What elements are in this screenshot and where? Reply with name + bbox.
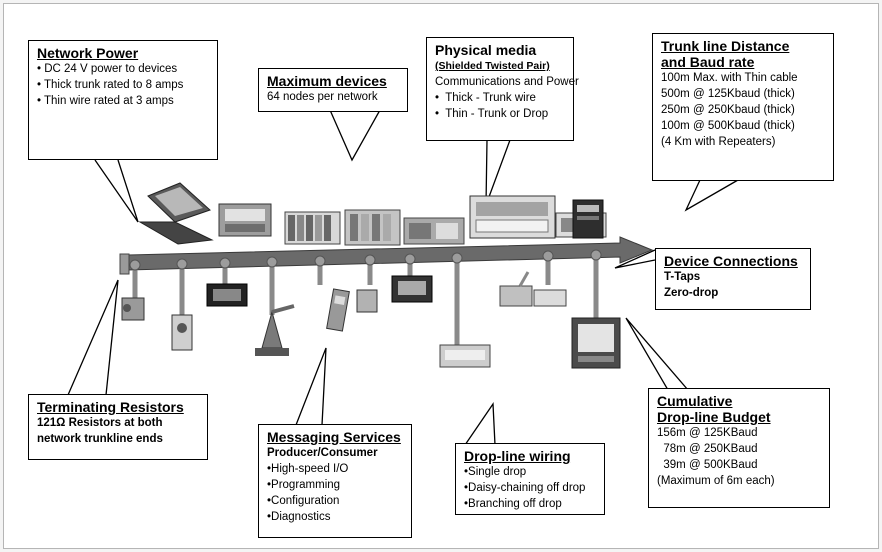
cumulative-budget-text: 156m @ 125KBaud — [657, 427, 758, 439]
drive-device — [572, 199, 604, 239]
list-item: •Daisy-chaining off drop — [464, 482, 586, 494]
plc-rack-device — [284, 211, 341, 245]
network-power-list: • DC 24 V power to devices • Thick trunk… — [37, 61, 209, 109]
cumulative-budget-text: (Maximum of 6m each) — [657, 475, 775, 487]
physical-media-text: Communications and Power — [435, 76, 579, 88]
list-item: •Single drop — [464, 466, 527, 478]
trunk-line-text: 500m @ 125Kbaud (thick) — [661, 88, 795, 100]
sensor-device — [121, 297, 145, 321]
network-power-title: Network Power — [37, 45, 139, 61]
bullet-text: Thick - Trunk wire — [445, 92, 536, 104]
bullet-text: DC 24 V power to devices — [44, 63, 178, 75]
devices-bottom — [121, 271, 621, 369]
terminating-resistors-text: 121Ω Resistors at both — [37, 417, 163, 429]
list-item: •Diagnostics — [267, 511, 331, 523]
cumulative-budget-title-1: Cumulative — [657, 393, 733, 409]
callout-pointers — [67, 109, 739, 446]
bullet-text: Thin - Trunk or Drop — [445, 108, 549, 120]
list-item: •Configuration — [267, 495, 340, 507]
operator-panel-device — [218, 203, 272, 237]
trunk-line-text: 250m @ 250Kbaud (thick) — [661, 104, 795, 116]
list-item: • Thin wire rated at 3 amps — [37, 95, 174, 107]
io-rack-device — [344, 209, 401, 246]
io-block-device — [439, 344, 491, 368]
operator-interface-device — [391, 275, 433, 303]
drop-line-wiring-title: Drop-line wiring — [464, 448, 571, 464]
list-item: •High-speed I/O — [267, 463, 349, 475]
list-item: •Programming — [267, 479, 341, 491]
bullet-text: Thin wire rated at 3 amps — [44, 95, 174, 107]
list-item: • Thick trunk rated to 8 amps — [37, 79, 184, 91]
callout-trunk-line: Trunk line Distance and Baud rate 100m M… — [652, 33, 834, 181]
terminating-resistors-text: network trunkline ends — [37, 433, 163, 445]
cumulative-budget-text: 78m @ 250KBaud — [657, 443, 758, 455]
controller-device — [403, 217, 465, 245]
callout-messaging-services: Messaging Services Producer/Consumer •Hi… — [258, 424, 412, 538]
messaging-services-title: Messaging Services — [267, 429, 401, 445]
t-taps — [129, 249, 602, 271]
push-button-station — [171, 314, 193, 351]
cumulative-budget-title-2: Drop-line Budget — [657, 409, 771, 425]
terminating-resistors-title: Terminating Resistors — [37, 399, 184, 415]
device-connections-title: Device Connections — [664, 253, 798, 269]
maximum-devices-title: Maximum devices — [267, 73, 387, 89]
device-connections-text: Zero-drop — [664, 287, 719, 299]
messaging-services-subtitle: Producer/Consumer — [267, 447, 378, 459]
trunk-line-title-1: Trunk line Distance — [661, 38, 790, 54]
callout-network-power: Network Power • DC 24 V power to devices… — [28, 40, 218, 160]
callout-terminating-resistors: Terminating Resistors 121Ω Resistors at … — [28, 394, 208, 460]
trunk-line-text: (4 Km with Repeaters) — [661, 136, 776, 148]
bullet-text: Thick trunk rated to 8 amps — [44, 79, 184, 91]
laptop-device — [138, 182, 214, 245]
trunk-line-text: 100m @ 500Kbaud (thick) — [661, 120, 795, 132]
physical-media-list: • Thick - Trunk wire • Thin - Trunk or D… — [435, 90, 565, 122]
handheld-programmer — [326, 288, 350, 332]
workstation-device — [469, 195, 556, 239]
trunk-line-text: 100m Max. with Thin cable — [661, 72, 798, 84]
physical-media-title: Physical media — [435, 42, 537, 58]
list-item: • Thin - Trunk or Drop — [435, 108, 549, 120]
cumulative-budget-text: 39m @ 500KBaud — [657, 459, 758, 471]
maximum-devices-text: 64 nodes per network — [267, 91, 378, 103]
callout-maximum-devices: Maximum devices 64 nodes per network — [258, 68, 408, 112]
trunk-line-title-2: and Baud rate — [661, 54, 755, 70]
callout-cumulative-budget: Cumulative Drop-line Budget 156m @ 125KB… — [648, 388, 830, 508]
physical-media-subtitle: (Shielded Twisted Pair) — [435, 60, 550, 72]
scanner-device — [499, 271, 567, 307]
list-item: •Branching off drop — [464, 498, 562, 510]
list-item: • Thick - Trunk wire — [435, 92, 536, 104]
devices-top — [138, 182, 607, 246]
list-item: • DC 24 V power to devices — [37, 63, 178, 75]
robot-device — [255, 304, 295, 356]
callout-drop-line-wiring: Drop-line wiring •Single drop •Daisy-cha… — [455, 443, 605, 515]
starter-device — [206, 283, 248, 307]
computer-terminal-device — [571, 317, 621, 369]
callout-device-connections: Device Connections T-Taps Zero-drop — [655, 248, 811, 310]
photo-sensor — [356, 289, 378, 313]
device-connections-text: T-Taps — [664, 271, 701, 283]
callout-physical-media: Physical media (Shielded Twisted Pair) C… — [426, 37, 579, 141]
trunk-line — [119, 236, 654, 275]
terminating-resistor-left — [119, 253, 130, 275]
